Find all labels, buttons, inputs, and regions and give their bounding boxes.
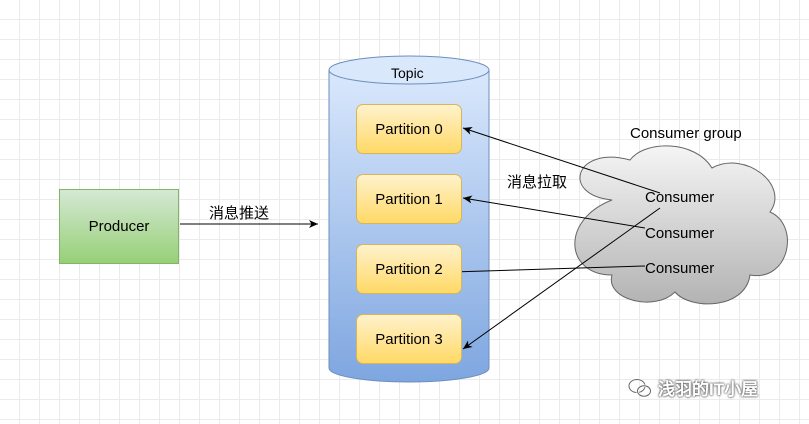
consumer-group-cloud — [574, 145, 788, 305]
pull-arrow-partition-0 — [462, 127, 661, 194]
partition-3-label: Partition 3 — [375, 330, 443, 348]
partition-2-label: Partition 2 — [375, 260, 443, 278]
producer-box: Producer — [59, 189, 179, 264]
pull-arrow-partition-3 — [462, 207, 661, 350]
pull-label: 消息拉取 — [507, 174, 568, 191]
consumer-3-label: Consumer — [645, 260, 715, 277]
consumer-group-label: Consumer group — [630, 125, 742, 142]
consumer-2-label: Consumer — [645, 225, 715, 242]
topic-label: Topic — [391, 65, 424, 81]
push-label: 消息推送 — [209, 205, 270, 222]
partition-1-box: Partition 1 — [356, 174, 462, 224]
partition-0-label: Partition 0 — [375, 120, 443, 138]
partition-3-box: Partition 3 — [356, 314, 462, 364]
partition-0-box: Partition 0 — [356, 104, 462, 154]
partition-1-label: Partition 1 — [375, 190, 443, 208]
pull-arrow-partition-2 — [451, 265, 646, 276]
watermark-text: 浅羽的IT小屋 — [658, 380, 759, 399]
wechat-icon — [628, 377, 652, 397]
pull-arrow-partition-1 — [462, 195, 646, 229]
partition-2-box: Partition 2 — [356, 244, 462, 294]
producer-label: Producer — [88, 218, 150, 235]
consumer-1-label: Consumer — [645, 189, 715, 206]
watermark: 浅羽的IT小屋 — [628, 375, 758, 400]
